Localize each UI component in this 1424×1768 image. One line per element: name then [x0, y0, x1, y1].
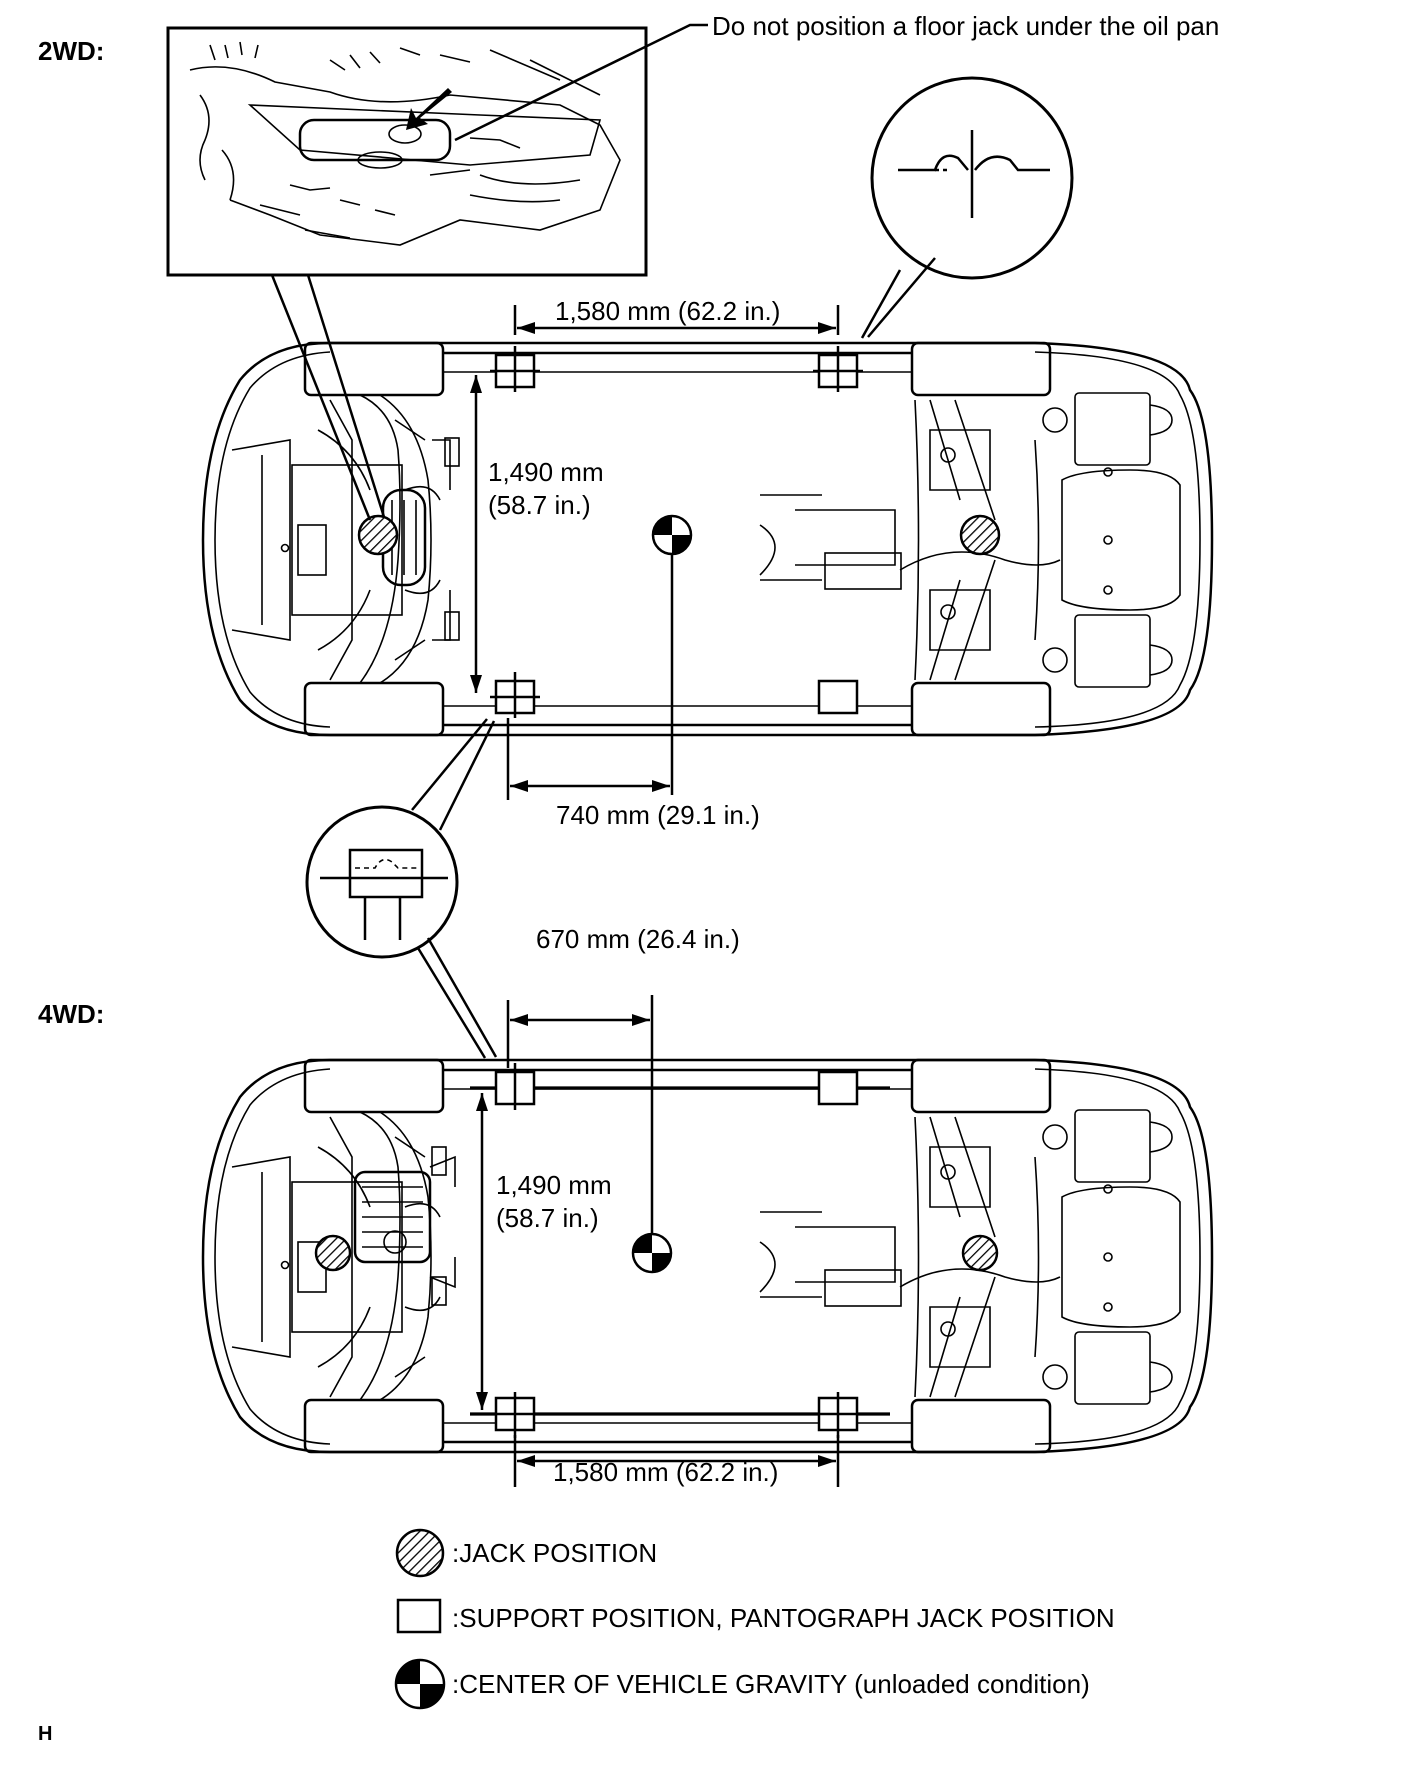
label-width-4wd-line2: (58.7 in.): [496, 1203, 599, 1233]
vehicle-underbody-2wd: [201, 341, 1214, 737]
label-cg-offset-4wd: 670 mm (26.4 in.): [536, 924, 740, 954]
label-support-span-4wd: 1,580 mm (62.2 in.): [553, 1457, 778, 1487]
legend-text-support: :SUPPORT POSITION, PANTOGRAPH JACK POSIT…: [452, 1603, 1115, 1633]
support-position-fl-4wd: [494, 1063, 536, 1110]
dimension-width-2wd: 1,490 mm (58.7 in.): [470, 375, 604, 693]
jack-position-rear-4wd: [961, 1234, 999, 1272]
vehicle-underbody-4wd: [201, 1058, 1214, 1454]
legend-text-gravity: :CENTER OF VEHICLE GRAVITY (unloaded con…: [452, 1669, 1090, 1699]
legend-item-support: :SUPPORT POSITION, PANTOGRAPH JACK POSIT…: [396, 1598, 1115, 1634]
corner-code: H: [38, 1723, 52, 1745]
support-position-rr-4wd: [813, 1392, 863, 1438]
dimension-support-span-4wd: 1,580 mm (62.2 in.): [513, 1435, 840, 1487]
support-position-rl-4wd: [817, 1070, 859, 1106]
header-4wd: 4WD:: [38, 999, 104, 1029]
header-2wd: 2WD:: [38, 36, 104, 66]
cg-symbol-icon: [394, 1658, 446, 1710]
support-position-rr-2wd: [817, 679, 859, 715]
support-detail-bubble-front: [305, 718, 498, 1059]
hatched-circle-icon: [395, 1528, 445, 1578]
jack-position-front-4wd: [314, 1234, 352, 1272]
oil-pan-detail-inset: [166, 26, 648, 277]
label-width-2wd-line2: (58.7 in.): [488, 490, 591, 520]
support-position-fr-4wd: [490, 1392, 540, 1438]
label-oil-pan-warning: Do not position a floor jack under the o…: [712, 11, 1219, 41]
dimension-width-4wd: 1,490 mm (58.7 in.): [476, 1093, 612, 1410]
dimension-support-span-2wd: 1,580 mm (62.2 in.): [513, 296, 840, 335]
support-position-fl-2wd: [490, 346, 540, 392]
label-width-2wd-line1: 1,490 mm: [488, 457, 604, 487]
label-cg-offset-2wd: 740 mm (29.1 in.): [556, 800, 760, 830]
legend-item-jack: :JACK POSITION: [395, 1528, 657, 1578]
support-detail-bubble-rear: [860, 76, 1074, 339]
oil-pan-callout: Do not position a floor jack under the o…: [454, 11, 1219, 142]
center-of-gravity-4wd: [631, 995, 673, 1274]
jack-position-front-2wd: [357, 514, 399, 556]
square-icon: [396, 1598, 442, 1634]
front-differential: [353, 1170, 432, 1264]
jack-position-rear-2wd: [959, 514, 1001, 556]
label-support-span-2wd: 1,580 mm (62.2 in.): [555, 296, 780, 326]
label-width-4wd-line1: 1,490 mm: [496, 1170, 612, 1200]
dimension-cg-offset-2wd: 740 mm (29.1 in.): [506, 718, 760, 830]
support-position-rl-2wd: [813, 346, 863, 392]
dimension-cg-offset-4wd: 670 mm (26.4 in.): [506, 924, 740, 1068]
legend-item-gravity: :CENTER OF VEHICLE GRAVITY (unloaded con…: [394, 1658, 1090, 1710]
legend-text-jack: :JACK POSITION: [452, 1538, 657, 1568]
inset-leader-left: [270, 274, 372, 521]
center-of-gravity-2wd: [651, 514, 693, 795]
legend: :JACK POSITION :SUPPORT POSITION, PANTOG…: [394, 1528, 1115, 1710]
support-position-fr-2wd: [490, 672, 540, 718]
inset-leader-right: [306, 274, 386, 518]
